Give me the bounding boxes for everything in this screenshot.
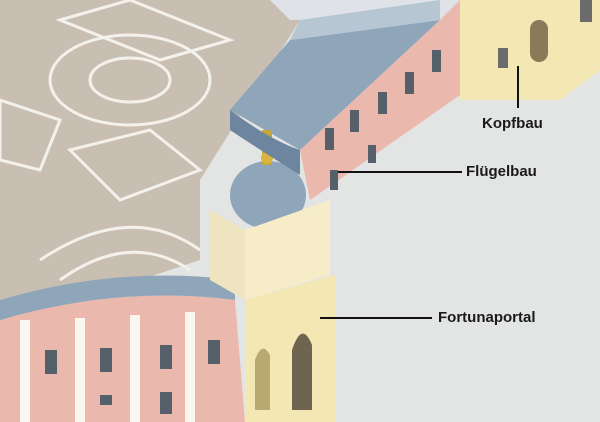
courtyard-garden-pattern (0, 0, 235, 282)
fluegelbau-wing (230, 0, 460, 200)
lower-wing (0, 275, 245, 422)
label-kopfbau: Kopfbau (482, 115, 543, 132)
courtyard (0, 0, 300, 330)
leader-lines (320, 66, 519, 319)
label-fluegelbau: Flügelbau (466, 163, 537, 180)
dome (230, 110, 306, 229)
fortunaportal-tower (210, 200, 335, 422)
label-fortunaportal: Fortunaportal (438, 309, 536, 326)
